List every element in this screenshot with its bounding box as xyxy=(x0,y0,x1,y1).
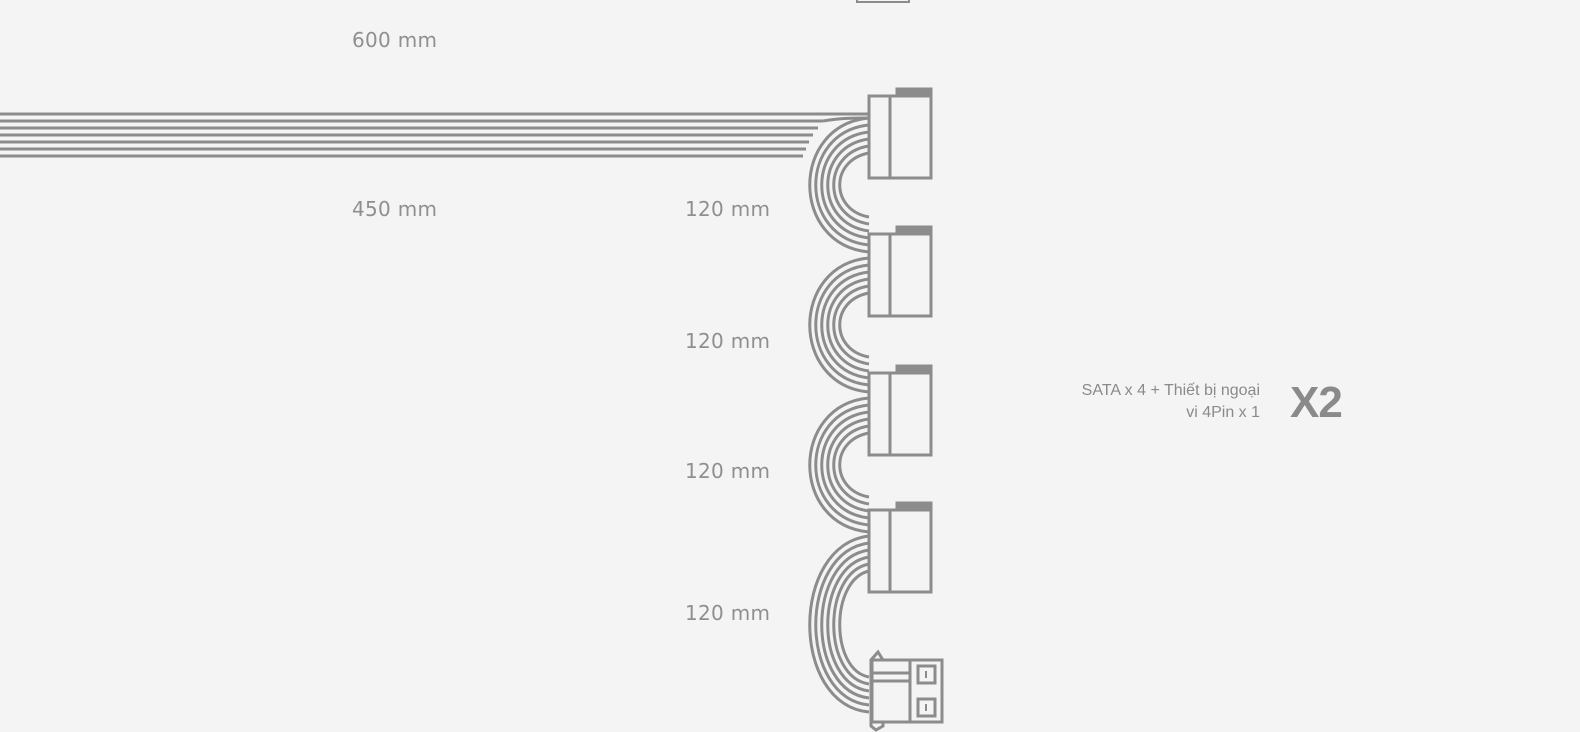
sata-connector-icon xyxy=(867,364,933,457)
sata-connector-icon xyxy=(867,225,933,318)
sata-connector-icon xyxy=(867,501,933,594)
cable-loop-1 xyxy=(808,116,870,254)
main-cable-length-lower: 450 mm xyxy=(352,197,438,221)
cable-loop-2 xyxy=(808,256,870,394)
quantity-multiplier: X2 xyxy=(1290,378,1343,427)
top-connector-stub xyxy=(856,0,910,3)
connector-description-line-2: vi 4Pin x 1 xyxy=(1186,404,1260,421)
connector-description-line-1: SATA x 4 + Thiết bị ngoại xyxy=(1081,382,1260,399)
main-cable-bundle xyxy=(0,112,870,158)
segment-length-2: 120 mm xyxy=(685,329,771,353)
connector-description: SATA x 4 + Thiết bị ngoại vi 4Pin x 1 xyxy=(1082,380,1260,424)
segment-length-1: 120 mm xyxy=(685,197,771,221)
molex-4pin-connector-icon xyxy=(869,649,944,732)
main-cable-length-upper: 600 mm xyxy=(352,28,438,52)
segment-length-3: 120 mm xyxy=(685,459,771,483)
cable-loop-4 xyxy=(808,534,870,714)
cable-loop-3 xyxy=(808,396,870,534)
segment-length-4: 120 mm xyxy=(685,601,771,625)
sata-connector-icon xyxy=(867,87,933,180)
